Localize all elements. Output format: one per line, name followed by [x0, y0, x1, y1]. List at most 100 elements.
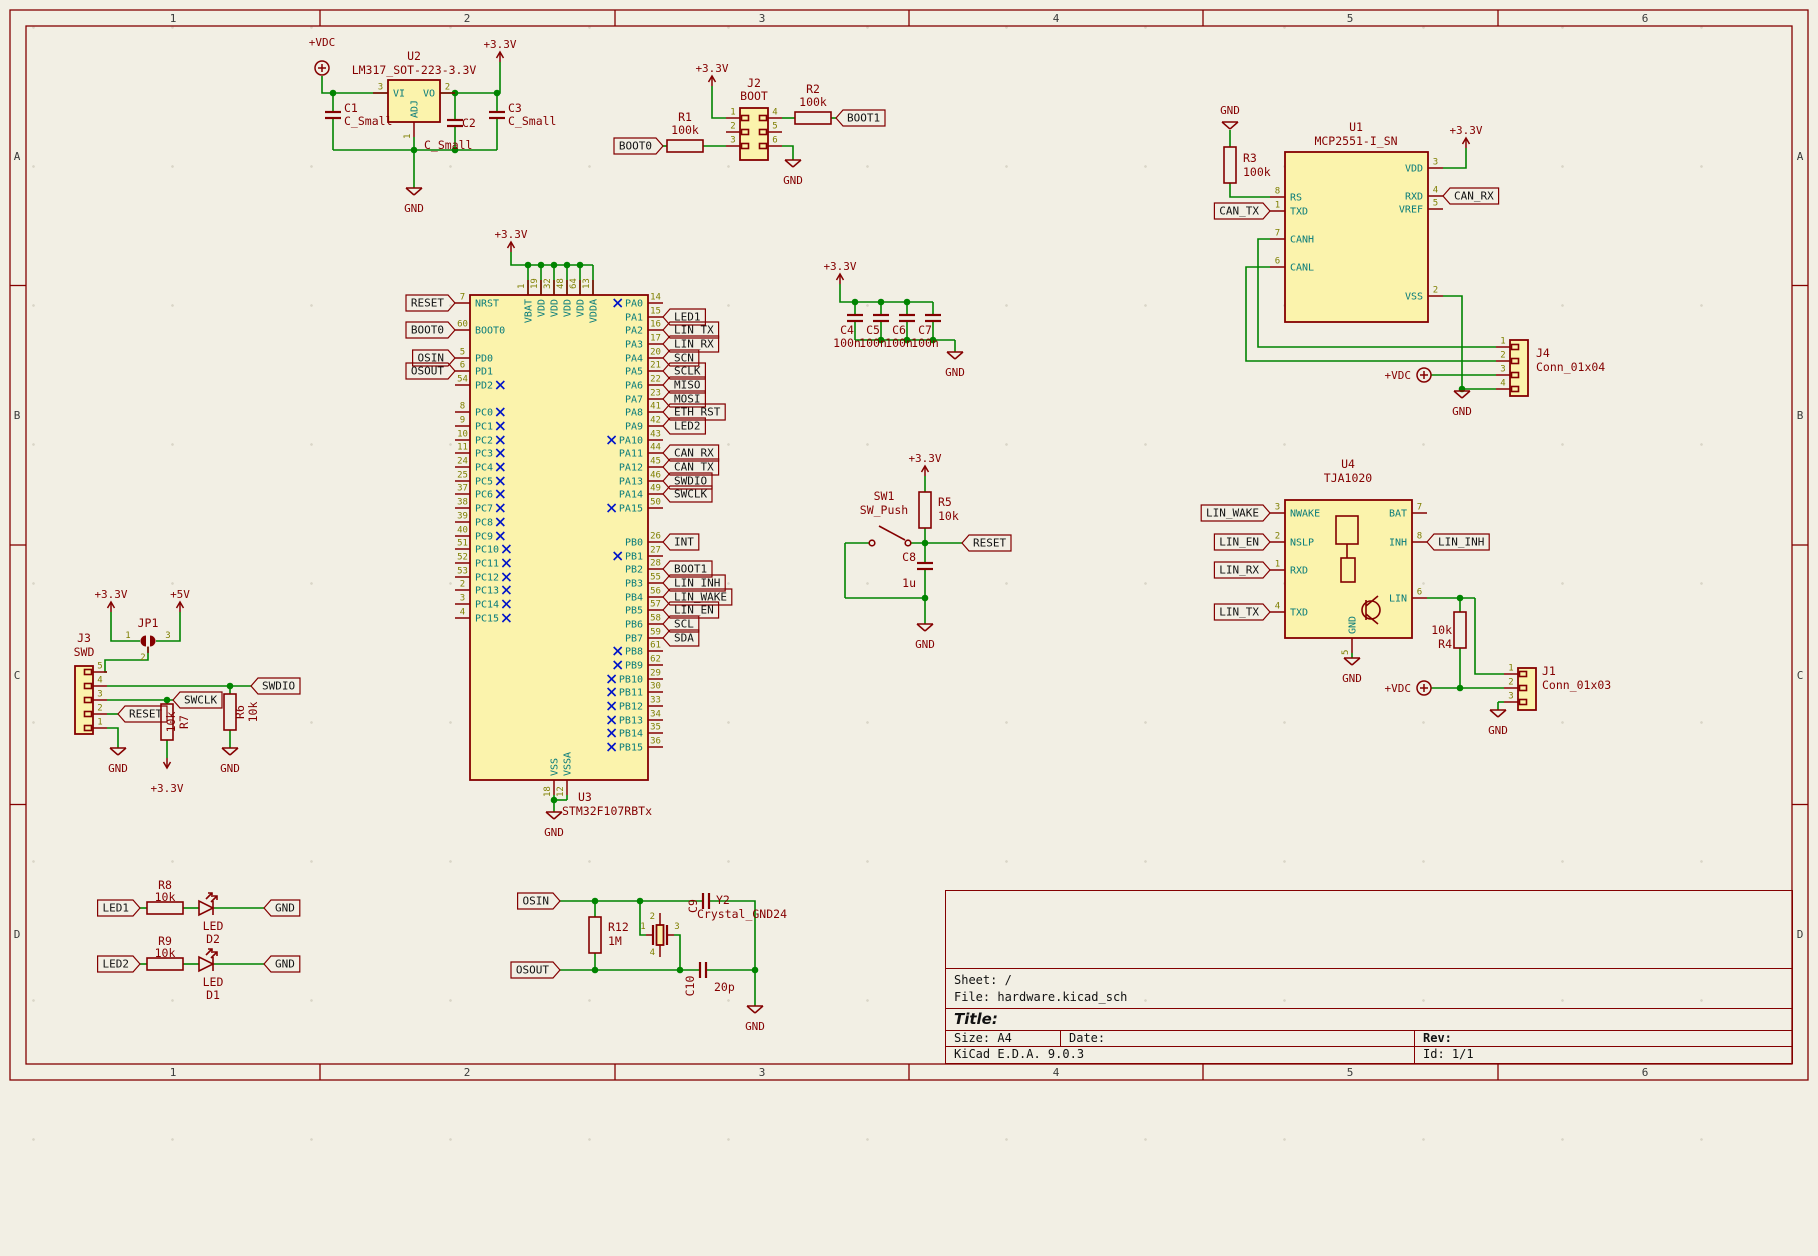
power-GND[interactable]: GND	[1220, 104, 1240, 129]
global-label-SWCLK[interactable]: SWCLK	[173, 692, 222, 708]
led-D1[interactable]: LEDD1	[199, 949, 223, 1002]
power-+VDC[interactable]: +VDC	[1385, 368, 1432, 382]
wire[interactable]	[1475, 598, 1504, 674]
global-label-RESET[interactable]: RESET	[118, 706, 167, 722]
global-label-LED1[interactable]: LED1	[98, 900, 140, 916]
power-GND[interactable]: GND	[1342, 658, 1362, 685]
global-label-BOOT0[interactable]: BOOT0	[614, 138, 663, 154]
value: 100n	[859, 336, 887, 350]
wire[interactable]	[712, 86, 726, 118]
global-label-GND[interactable]: GND	[264, 956, 300, 972]
label-text: INT	[674, 536, 694, 549]
label-text: LIN_TX	[1219, 606, 1259, 619]
power-+3.3V[interactable]: +3.3V	[94, 588, 127, 612]
connector-J4[interactable]: J4Conn_01x041234	[1496, 337, 1605, 397]
resistor-R2[interactable]: R2100k	[795, 82, 831, 124]
global-label-GND[interactable]: GND	[264, 900, 300, 916]
power-GND[interactable]: GND	[404, 188, 424, 215]
power-+3.3V[interactable]: +3.3V	[823, 260, 856, 284]
capacitor-C1[interactable]: C1C_Small	[325, 101, 392, 128]
power-GND[interactable]: GND	[783, 160, 803, 187]
power-+3.3V[interactable]: +3.3V	[150, 758, 183, 795]
connector-J3[interactable]: J3SWD54321	[74, 631, 107, 734]
pin-name: PA6	[625, 381, 643, 392]
global-label-OSIN[interactable]: OSIN	[518, 893, 560, 909]
pin-name: NRST	[475, 299, 499, 310]
capacitor-C7[interactable]: C7100n	[911, 315, 941, 350]
wire[interactable]	[1443, 296, 1462, 391]
power-GND[interactable]: GND	[1452, 391, 1472, 418]
connector-J2[interactable]: J2BOOT123456	[726, 76, 782, 160]
power-+5V[interactable]: +5V	[170, 588, 190, 612]
shape	[1498, 710, 1506, 717]
resistor-R6[interactable]: R610k	[224, 694, 260, 730]
power-label: +3.3V	[695, 62, 728, 75]
global-label-LIN_EN[interactable]: LIN_EN	[1214, 534, 1270, 550]
global-label-RESET[interactable]: RESET	[962, 535, 1011, 551]
component-U1[interactable]: U1MCP2551-I_SN8RS1TXDCAN_TX7CANH6CANL3VD…	[1214, 120, 1498, 322]
power-GND[interactable]: GND	[945, 352, 965, 379]
wire[interactable]	[1443, 148, 1466, 168]
power-label: GND	[945, 366, 965, 379]
pin-number: 26	[650, 532, 661, 542]
global-label-BOOT1[interactable]: BOOT1	[836, 110, 885, 126]
power-+3.3V[interactable]: +3.3V	[1449, 124, 1482, 148]
resistor-R7[interactable]: R710k	[161, 704, 191, 740]
global-label-LIN_INH[interactable]: LIN_INH	[1427, 534, 1489, 550]
junction	[752, 967, 759, 974]
power-GND[interactable]: GND	[544, 812, 564, 839]
switch-SW1[interactable]: SW1SW_Push	[860, 489, 911, 546]
global-label-LED2[interactable]: LED2	[98, 956, 140, 972]
wire[interactable]	[1230, 183, 1270, 197]
resistor-R12[interactable]: R121M	[589, 917, 629, 953]
global-label-BOOT0[interactable]: BOOT0	[406, 322, 455, 338]
resistor-R1[interactable]: R1100k	[667, 110, 703, 152]
app-version-field: KiCad E.D.A. 9.0.3	[946, 1047, 1415, 1063]
global-label-LIN_RX[interactable]: LIN_RX	[1214, 562, 1270, 578]
label-text: BOOT1	[674, 563, 707, 576]
power-+3.3V[interactable]: +3.3V	[494, 228, 527, 252]
wire[interactable]	[107, 728, 118, 748]
power-+3.3V[interactable]: +3.3V	[908, 452, 941, 476]
capacitor-C8[interactable]: C81u	[902, 550, 933, 590]
crystal-Y2[interactable]: 1234Y2Crystal_GND24	[640, 893, 787, 958]
global-label-CAN_TX[interactable]: CAN_TX	[1214, 203, 1270, 219]
wire[interactable]	[674, 935, 680, 970]
power-GND[interactable]: GND	[1488, 710, 1508, 737]
led-D2[interactable]: LEDD2	[199, 893, 223, 946]
connector-J1[interactable]: J1Conn_01x03123	[1504, 664, 1611, 711]
global-label-OSOUT[interactable]: OSOUT	[511, 962, 560, 978]
capacitor-C10[interactable]: C1020p	[683, 962, 735, 996]
global-label-CAN_RX[interactable]: CAN_RX	[1443, 188, 1499, 204]
global-label-SDA[interactable]: SDA	[663, 630, 699, 646]
resistor-R3[interactable]: R3100k	[1224, 147, 1271, 183]
global-label-SWDIO[interactable]: SWDIO	[251, 678, 300, 694]
global-label-LIN_WAKE[interactable]: LIN_WAKE	[1201, 505, 1270, 521]
power-GND[interactable]: GND	[220, 748, 240, 775]
resistor-R5[interactable]: R510k	[919, 492, 959, 528]
pin-name: BAT	[1389, 509, 1407, 520]
power-+3.3V[interactable]: +3.3V	[695, 62, 728, 86]
resistor-R9[interactable]: R910k	[147, 934, 183, 970]
junction	[878, 299, 885, 306]
global-label-RESET[interactable]: RESET	[406, 295, 455, 311]
pin-number: 5	[460, 348, 465, 358]
resistor-R4[interactable]: R410k	[1431, 612, 1466, 651]
power-GND[interactable]: GND	[745, 1006, 765, 1033]
global-label-LED2[interactable]: LED2	[663, 418, 705, 434]
component-U3[interactable]: U3STM32F107RBTx7NRSTRESET60BOOT0BOOT05PD…	[406, 278, 732, 818]
wire[interactable]	[782, 146, 793, 160]
global-label-LIN_TX[interactable]: LIN_TX	[1214, 604, 1270, 620]
pin-number: 1	[1508, 664, 1513, 674]
power-GND[interactable]: GND	[108, 748, 128, 775]
capacitor-C3[interactable]: C3C_Small	[489, 101, 556, 128]
global-label-INT[interactable]: INT	[663, 534, 699, 550]
power-+VDC[interactable]: +VDC	[309, 36, 336, 75]
resistor-R8[interactable]: R810k	[147, 878, 183, 914]
power-+VDC[interactable]: +VDC	[1385, 681, 1432, 695]
power-+3.3V[interactable]: +3.3V	[483, 38, 516, 62]
power-GND[interactable]: GND	[915, 624, 935, 651]
reference: R12	[608, 920, 629, 934]
